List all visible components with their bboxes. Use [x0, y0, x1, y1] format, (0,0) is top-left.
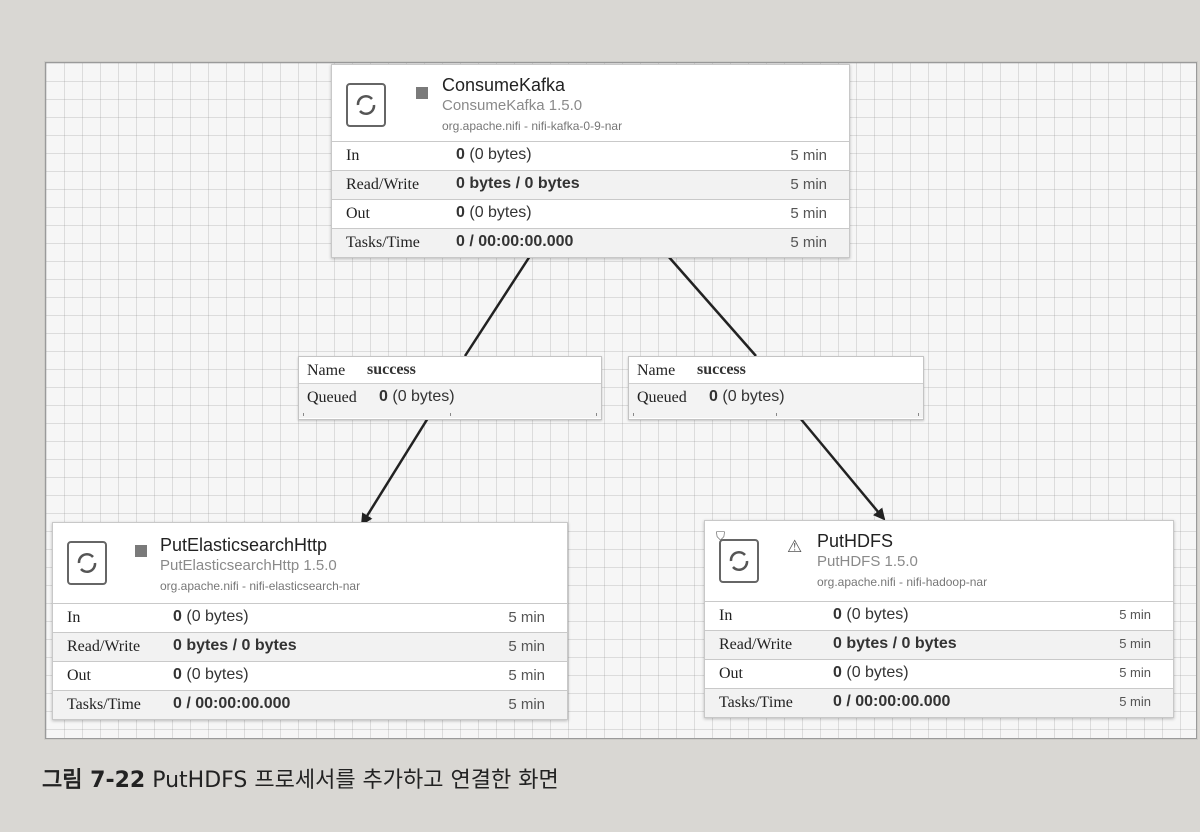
- processor-icon: [719, 539, 759, 583]
- processor-consume-kafka[interactable]: ConsumeKafka ConsumeKafka 1.5.0 org.apac…: [331, 64, 850, 258]
- stat-value: 0 (0 bytes): [173, 666, 249, 683]
- stat-value: 0 / 00:00:00.000: [173, 695, 291, 712]
- processor-put-elasticsearch-http[interactable]: PutElasticsearchHttp PutElasticsearchHtt…: [52, 522, 568, 720]
- connection-queued-label: Queued: [637, 389, 687, 406]
- connection-queued-label: Queued: [307, 389, 357, 406]
- figure-caption: 그림 7-22 PutHDFS 프로세서를 추가하고 연결한 화면: [42, 762, 559, 794]
- stat-row-out: Out 0 (0 bytes) 5 min: [705, 659, 1173, 688]
- stat-time: 5 min: [1119, 665, 1151, 680]
- stat-value: 0 (0 bytes): [833, 606, 909, 623]
- connection-name-label: Name: [307, 362, 346, 379]
- stat-value: 0 bytes / 0 bytes: [833, 635, 957, 652]
- processor-bundle: org.apache.nifi - nifi-elasticsearch-nar: [160, 579, 361, 593]
- stat-time: 5 min: [1119, 607, 1151, 622]
- stat-label: Read/Write: [346, 176, 420, 193]
- processor-icon: [346, 83, 386, 127]
- stat-label: Out: [346, 205, 370, 222]
- connection-name-value: success: [367, 361, 416, 378]
- processor-stats: In 0 (0 bytes) 5 min Read/Write 0 bytes …: [705, 601, 1173, 717]
- processor-icon: [67, 541, 107, 585]
- stat-time: 5 min: [790, 176, 827, 193]
- stat-row-out: Out 0 (0 bytes) 5 min: [332, 199, 849, 228]
- stat-row-tasks-time: Tasks/Time 0 / 00:00:00.000 5 min: [332, 228, 849, 257]
- stat-label: Tasks/Time: [346, 234, 420, 251]
- stat-time: 5 min: [790, 147, 827, 164]
- connection-name-row: Name success: [629, 357, 923, 383]
- processor-stats: In 0 (0 bytes) 5 min Read/Write 0 bytes …: [332, 141, 849, 257]
- stat-row-read-write: Read/Write 0 bytes / 0 bytes 5 min: [332, 170, 849, 199]
- stat-row-in: In 0 (0 bytes) 5 min: [332, 141, 849, 170]
- figure-number: 그림 7-22: [42, 768, 146, 793]
- stat-label: Out: [719, 665, 743, 682]
- connection-name-row: Name success: [299, 357, 601, 383]
- stat-label: Read/Write: [719, 636, 793, 653]
- restricted-icon: ⛉: [716, 529, 726, 543]
- connection-queued-value: 0 (0 bytes): [379, 388, 455, 405]
- connection-label-right[interactable]: Name success Queued 0 (0 bytes): [628, 356, 924, 420]
- processor-stats: In 0 (0 bytes) 5 min Read/Write 0 bytes …: [53, 603, 567, 719]
- stat-value: 0 / 00:00:00.000: [833, 693, 951, 710]
- stat-time: 5 min: [790, 205, 827, 222]
- processor-put-hdfs[interactable]: ⛉ ⚠ PutHDFS PutHDFS 1.5.0 org.apache.nif…: [704, 520, 1174, 718]
- processor-bundle: org.apache.nifi - nifi-hadoop-nar: [817, 575, 988, 589]
- stat-row-read-write: Read/Write 0 bytes / 0 bytes 5 min: [53, 632, 567, 661]
- processor-bundle: org.apache.nifi - nifi-kafka-0-9-nar: [442, 119, 623, 133]
- stopped-icon: [135, 545, 147, 557]
- connection-queued-row: Queued 0 (0 bytes): [299, 383, 601, 418]
- stat-label: In: [719, 607, 733, 624]
- stat-row-in: In 0 (0 bytes) 5 min: [53, 603, 567, 632]
- queue-progress-bar: [303, 413, 597, 416]
- processor-type: PutElasticsearchHttp 1.5.0: [160, 557, 337, 574]
- stat-label: Out: [67, 667, 91, 684]
- connection-queued-value: 0 (0 bytes): [709, 388, 785, 405]
- stat-time: 5 min: [508, 696, 545, 713]
- connection-queued-row: Queued 0 (0 bytes): [629, 383, 923, 418]
- stat-label: In: [346, 147, 360, 164]
- processor-type: ConsumeKafka 1.5.0: [442, 97, 583, 114]
- stopped-icon: [416, 87, 428, 99]
- stat-value: 0 (0 bytes): [173, 608, 249, 625]
- processor-name: ConsumeKafka: [442, 75, 566, 95]
- stat-label: Read/Write: [67, 638, 141, 655]
- warning-icon[interactable]: ⚠: [787, 537, 803, 557]
- stat-row-tasks-time: Tasks/Time 0 / 00:00:00.000 5 min: [705, 688, 1173, 717]
- processor-name: PutElasticsearchHttp: [160, 535, 328, 555]
- stat-time: 5 min: [508, 667, 545, 684]
- queue-progress-bar: [633, 413, 919, 416]
- stat-label: Tasks/Time: [719, 694, 793, 711]
- stat-time: 5 min: [508, 638, 545, 655]
- stat-value: 0 (0 bytes): [456, 146, 532, 163]
- stat-value: 0 (0 bytes): [833, 664, 909, 681]
- stat-value: 0 (0 bytes): [456, 204, 532, 221]
- connection-name-value: success: [697, 361, 746, 378]
- connection-label-left[interactable]: Name success Queued 0 (0 bytes): [298, 356, 602, 420]
- stat-time: 5 min: [508, 609, 545, 626]
- stat-label: In: [67, 609, 81, 626]
- stat-row-out: Out 0 (0 bytes) 5 min: [53, 661, 567, 690]
- processor-type: PutHDFS 1.5.0: [817, 553, 918, 570]
- connection-name-label: Name: [637, 362, 676, 379]
- stat-time: 5 min: [790, 234, 827, 251]
- stat-row-read-write: Read/Write 0 bytes / 0 bytes 5 min: [705, 630, 1173, 659]
- stat-time: 5 min: [1119, 636, 1151, 651]
- stat-label: Tasks/Time: [67, 696, 141, 713]
- figure-text: PutHDFS 프로세서를 추가하고 연결한 화면: [152, 768, 559, 793]
- stat-row-tasks-time: Tasks/Time 0 / 00:00:00.000 5 min: [53, 690, 567, 719]
- stat-value: 0 bytes / 0 bytes: [456, 175, 580, 192]
- stat-value: 0 / 00:00:00.000: [456, 233, 574, 250]
- processor-name: PutHDFS: [817, 531, 894, 551]
- stat-value: 0 bytes / 0 bytes: [173, 637, 297, 654]
- stat-time: 5 min: [1119, 694, 1151, 709]
- stat-row-in: In 0 (0 bytes) 5 min: [705, 601, 1173, 630]
